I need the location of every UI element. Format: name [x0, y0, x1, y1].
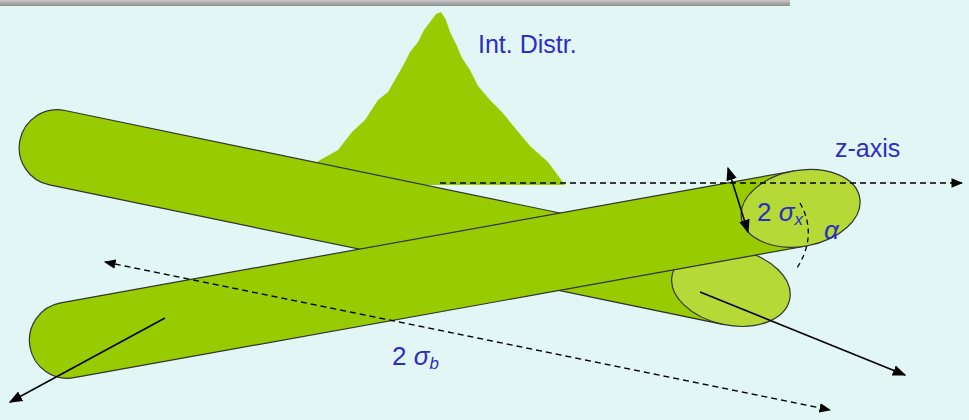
width-dimension — [728, 168, 748, 232]
beam-axis — [700, 292, 905, 375]
beam-axis — [10, 318, 165, 402]
z-axis-line — [440, 182, 962, 183]
distribution-label: Int. Distr. — [478, 30, 577, 59]
header-bar — [0, 0, 790, 6]
beam-tube — [23, 160, 866, 384]
width-label: 2 σx — [757, 198, 803, 230]
axis-label: z-axis — [835, 134, 900, 163]
length-label: 2 σb — [392, 342, 439, 374]
angle-label: α — [824, 216, 839, 246]
length-dimension — [105, 262, 830, 410]
